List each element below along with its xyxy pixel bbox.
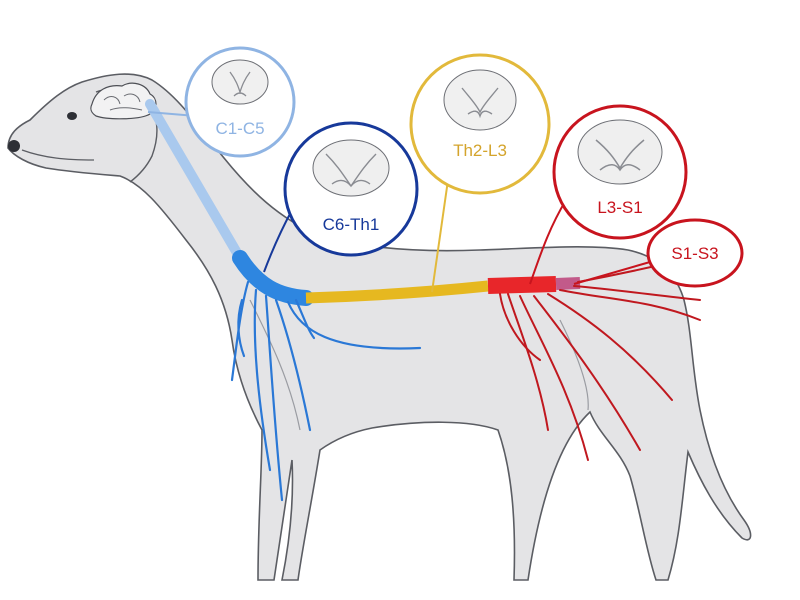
callout-s1-s3: S1-S3: [646, 218, 744, 288]
segment-label-s1-s3: S1-S3: [671, 244, 718, 263]
cord-c1-c5: [145, 99, 245, 263]
leader-th2-l3: [431, 179, 449, 293]
dog-hind-leg-line: [559, 319, 589, 411]
nerve-front-3: [264, 294, 284, 502]
brachial-nerves: [230, 280, 422, 502]
callout-l3-s1: L3-S1: [552, 104, 688, 240]
nerve-hind-4: [547, 293, 673, 401]
brain: [90, 82, 157, 120]
cord-cross-section: [211, 59, 269, 105]
cord-c6-th1: [232, 250, 314, 306]
grey-matter: [461, 87, 499, 119]
grey-matter: [325, 153, 377, 188]
nerve-hind-2: [519, 295, 589, 461]
dog-nose: [8, 140, 20, 152]
dog-body-outline: [7, 73, 752, 581]
nerve-hind-6: [573, 285, 701, 301]
nerve-hind-7: [499, 293, 541, 361]
nerve-front-4: [274, 298, 312, 432]
cord-cross-section: [577, 119, 663, 185]
brain-folds: [103, 93, 143, 111]
cord-th2-l3: [305, 280, 489, 304]
segment-label-th2-l3: Th2-L3: [453, 141, 507, 160]
nerve-front-6: [294, 298, 316, 340]
cord-cross-section: [312, 139, 390, 197]
cord-l3-s1: [487, 276, 557, 294]
segment-label-c1-c5: C1-C5: [215, 119, 264, 138]
leader-lines: [147, 111, 651, 293]
callout-ellipse: [646, 218, 744, 288]
callout-c6-th1: C6-Th1: [283, 121, 419, 257]
nerve-front-2: [253, 288, 272, 472]
leader-s1-s3: [573, 261, 651, 285]
segment-label-l3-s1: L3-S1: [597, 198, 642, 217]
segment-label-c6-th1: C6-Th1: [323, 215, 380, 234]
callout-th2-l3: Th2-L3: [409, 53, 551, 195]
lumbosacral-nerves: [499, 257, 701, 461]
leader-c6-th1: [263, 209, 293, 273]
dog-jaw-line: [21, 149, 95, 161]
dog-silhouette: [7, 73, 752, 581]
nerve-hind-3: [533, 295, 641, 451]
callout-c1-c5: C1-C5: [184, 46, 296, 158]
nerve-hind-1: [507, 293, 549, 431]
dog-shoulder-line: [249, 299, 301, 431]
leader-l3-s1: [529, 199, 567, 285]
nerve-front-7: [237, 298, 246, 358]
dog-eye: [67, 112, 77, 120]
spinal-cord: [145, 99, 581, 306]
grey-matter: [229, 71, 251, 97]
nerve-hind-5: [559, 289, 701, 321]
nerve-front-5: [286, 300, 422, 350]
cord-cross-section: [443, 69, 517, 131]
grey-matter: [595, 139, 645, 172]
